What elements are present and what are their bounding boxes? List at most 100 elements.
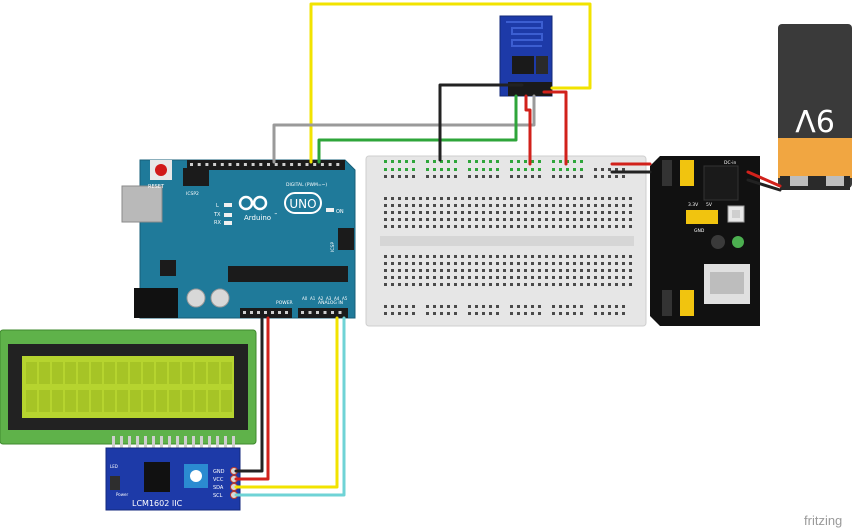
- breadboard-hole: [468, 225, 471, 228]
- lcd-header-pin: [208, 436, 211, 450]
- antenna-trace: [506, 21, 543, 47]
- breadboard-hole: [398, 262, 401, 265]
- lcd-header-pin: [152, 436, 155, 450]
- breadboard-hole: [454, 305, 457, 308]
- breadboard-hole: [587, 197, 590, 200]
- breadboard-hole: [433, 312, 436, 315]
- breadboard-hole: [510, 175, 513, 178]
- breadboard-hole: [531, 312, 534, 315]
- breadboard-hole: [496, 255, 499, 258]
- breadboard-hole: [587, 269, 590, 272]
- breadboard-hole: [489, 175, 492, 178]
- breadboard-hole: [622, 305, 625, 308]
- breadboard-hole: [468, 283, 471, 286]
- breadboard-hole: [615, 197, 618, 200]
- i2c-backpack: LED Power LCM1602 IIC GND VCC SDA SCL: [105, 447, 241, 511]
- breadboard-hole: [454, 204, 457, 207]
- lcd-cell: [117, 390, 128, 412]
- active-hole: [468, 160, 471, 163]
- lcd-display: [0, 329, 257, 450]
- analog-pin-labels: A0 A1 A2 A3 A4 A5: [302, 296, 348, 301]
- active-hole: [524, 168, 527, 171]
- arduino-uno-board: RESET ICSP2 DIGITAL (PWM=~) L TX RX ON U…: [121, 159, 356, 319]
- breadboard-hole: [629, 218, 632, 221]
- pin-sda-label: SDA: [213, 485, 224, 491]
- breadboard-hole: [454, 312, 457, 315]
- breadboard-holes: [384, 168, 632, 315]
- breadboard-hole: [384, 283, 387, 286]
- breadboard-hole: [489, 211, 492, 214]
- breadboard-hole: [615, 269, 618, 272]
- power-label: POWER: [276, 300, 293, 306]
- breadboard-hole: [608, 175, 611, 178]
- lcd-cell: [221, 362, 232, 384]
- header-pin: [213, 163, 217, 166]
- breadboard-hole: [426, 312, 429, 315]
- lcd-cell: [52, 390, 63, 412]
- breadboard-hole: [482, 312, 485, 315]
- breadboard-hole: [594, 283, 597, 286]
- active-hole: [391, 160, 394, 163]
- breadboard-hole: [447, 211, 450, 214]
- breadboard-hole: [538, 305, 541, 308]
- breadboard-hole: [440, 204, 443, 207]
- breadboard-hole: [510, 225, 513, 228]
- lcd-cell: [78, 362, 89, 384]
- breadboard-hole: [503, 262, 506, 265]
- breadboard-hole: [412, 312, 415, 315]
- breadboard-hole: [580, 218, 583, 221]
- breadboard-hole: [447, 262, 450, 265]
- breadboard-hole: [405, 175, 408, 178]
- breadboard-power-module: DC-in 3.3V 5V GND: [650, 156, 760, 326]
- breadboard-hole: [405, 218, 408, 221]
- breadboard-hole: [552, 218, 555, 221]
- breadboard-hole: [489, 255, 492, 258]
- breadboard-hole: [559, 204, 562, 207]
- header-pin: [338, 311, 342, 314]
- breadboard-hole: [517, 305, 520, 308]
- breadboard-hole: [622, 283, 625, 286]
- fritzing-watermark: fritzing: [804, 513, 842, 528]
- breadboard-hole: [594, 211, 597, 214]
- lcd-cell: [169, 390, 180, 412]
- breadboard-hole: [538, 255, 541, 258]
- breadboard-hole: [419, 255, 422, 258]
- header-pin: [257, 311, 260, 314]
- breadboard-hole: [461, 262, 464, 265]
- breadboard-hole: [524, 283, 527, 286]
- usb-port: [121, 185, 163, 223]
- breadboard-hole: [531, 204, 534, 207]
- breadboard-hole: [475, 175, 478, 178]
- active-hole: [426, 160, 429, 163]
- breadboard-hole: [461, 255, 464, 258]
- breadboard-hole: [531, 218, 534, 221]
- breadboard-hole: [391, 211, 394, 214]
- breadboard-hole: [622, 255, 625, 258]
- breadboard-hole: [573, 255, 576, 258]
- breadboard-hole: [629, 262, 632, 265]
- breadboard-hole: [629, 197, 632, 200]
- on-label: ON: [336, 209, 344, 215]
- breadboard-hole: [580, 211, 583, 214]
- breadboard-hole: [454, 262, 457, 265]
- breadboard-hole: [517, 269, 520, 272]
- breadboard-hole: [622, 262, 625, 265]
- breadboard-hole: [398, 255, 401, 258]
- breadboard-hole: [601, 168, 604, 171]
- breadboard-hole: [426, 211, 429, 214]
- breadboard-hole: [384, 305, 387, 308]
- active-hole: [517, 160, 520, 163]
- breadboard-hole: [559, 197, 562, 200]
- breadboard-hole: [629, 283, 632, 286]
- breadboard-hole: [384, 197, 387, 200]
- breadboard-hole: [608, 283, 611, 286]
- breadboard-hole: [587, 283, 590, 286]
- breadboard-hole: [426, 269, 429, 272]
- breadboard-hole: [559, 283, 562, 286]
- lcd-header-pin: [176, 436, 179, 450]
- breadboard-hole: [517, 255, 520, 258]
- active-hole: [454, 160, 457, 163]
- breadboard-hole: [622, 211, 625, 214]
- breadboard-hole: [524, 225, 527, 228]
- breadboard-hole: [447, 269, 450, 272]
